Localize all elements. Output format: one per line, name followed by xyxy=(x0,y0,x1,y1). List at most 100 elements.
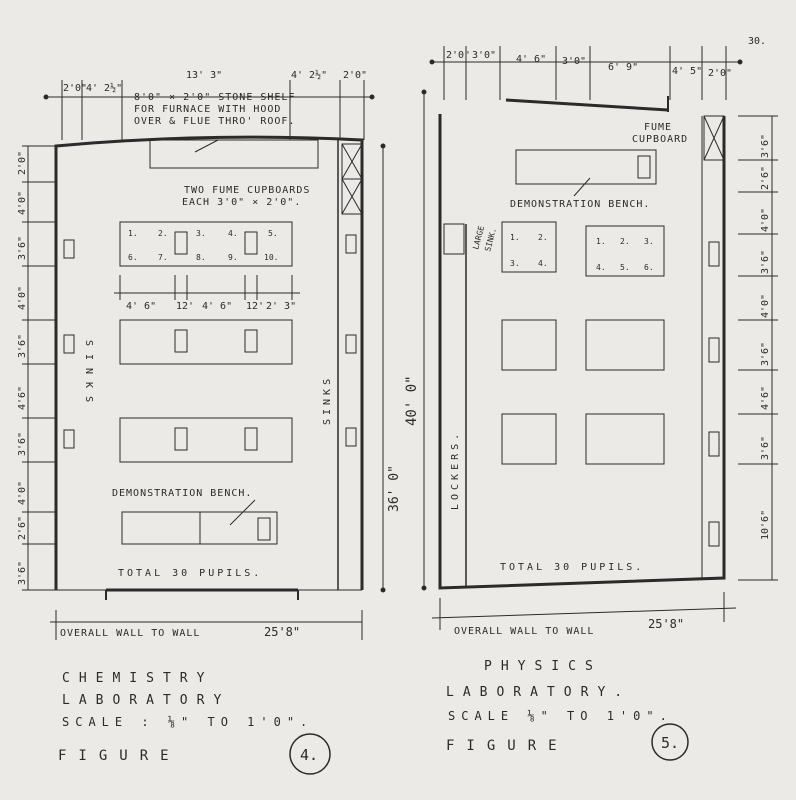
svg-text:SINKS: SINKS xyxy=(83,340,94,410)
svg-text:LOCKERS.: LOCKERS. xyxy=(450,430,461,510)
svg-text:40' 0": 40' 0" xyxy=(404,375,420,426)
chem-stone-shelf xyxy=(149,139,319,169)
svg-text:3'6": 3'6" xyxy=(760,436,771,460)
svg-text:3'6": 3'6" xyxy=(760,134,771,158)
svg-text:FIGURE: FIGURE xyxy=(58,748,181,764)
svg-text:2'0": 2'0" xyxy=(446,50,470,61)
svg-text:3'0": 3'0" xyxy=(562,56,586,67)
svg-text:4'0": 4'0" xyxy=(17,286,28,310)
svg-text:3.: 3. xyxy=(510,259,520,268)
phys-bench-row-2 xyxy=(501,319,665,371)
svg-text:CHEMISTRY: CHEMISTRY xyxy=(62,671,213,686)
svg-text:OVER & FLUE THRO' ROOF.: OVER & FLUE THRO' ROOF. xyxy=(134,116,295,127)
svg-text:LABORATORY.: LABORATORY. xyxy=(446,685,631,700)
svg-text:3'6": 3'6" xyxy=(760,250,771,274)
svg-text:1.: 1. xyxy=(596,237,606,246)
svg-text:36' 0": 36' 0" xyxy=(387,465,402,512)
chem-fume-cupboards xyxy=(341,143,363,215)
svg-text:FIGURE: FIGURE xyxy=(446,738,569,754)
svg-text:TWO FUME CUPBOARDS: TWO FUME CUPBOARDS xyxy=(184,185,310,196)
svg-text:3'0": 3'0" xyxy=(472,50,496,61)
svg-text:DEMONSTRATION BENCH.: DEMONSTRATION BENCH. xyxy=(112,488,252,499)
svg-text:2.: 2. xyxy=(158,229,168,238)
svg-text:5.: 5. xyxy=(620,263,630,272)
svg-text:25'8": 25'8" xyxy=(264,625,300,639)
chem-mid-dim xyxy=(114,275,300,300)
svg-text:4' 6": 4' 6" xyxy=(202,301,232,312)
svg-text:EACH 3'0" × 2'0".: EACH 3'0" × 2'0". xyxy=(182,197,301,208)
phys-overall-line xyxy=(431,607,737,619)
svg-text:SCALE : ⅛" TO 1'0".: SCALE : ⅛" TO 1'0". xyxy=(62,715,313,729)
svg-text:OVERALL WALL TO WALL: OVERALL WALL TO WALL xyxy=(454,626,594,637)
svg-text:2'6": 2'6" xyxy=(760,166,771,190)
svg-text:9.: 9. xyxy=(228,253,238,262)
svg-text:FOR FURNACE WITH HOOD: FOR FURNACE WITH HOOD xyxy=(134,104,281,115)
svg-text:3'6": 3'6" xyxy=(17,561,28,585)
svg-text:2' 3": 2' 3" xyxy=(266,301,296,312)
chem-wall-sinks xyxy=(63,234,357,449)
phys-wall-sinks xyxy=(708,241,720,547)
svg-text:3'6": 3'6" xyxy=(17,432,28,456)
phys-bench-b xyxy=(585,225,665,277)
svg-text:4'6": 4'6" xyxy=(17,386,28,410)
svg-text:7.: 7. xyxy=(158,253,168,262)
svg-text:3.: 3. xyxy=(196,229,206,238)
svg-text:4' 6": 4' 6" xyxy=(516,54,546,65)
svg-text:6.: 6. xyxy=(128,253,138,262)
svg-text:DEMONSTRATION BENCH.: DEMONSTRATION BENCH. xyxy=(510,199,650,210)
svg-text:4'0": 4'0" xyxy=(17,481,28,505)
svg-text:6.: 6. xyxy=(644,263,654,272)
page-number: 30. xyxy=(748,36,766,47)
chem-bench-2 xyxy=(119,319,293,365)
svg-text:10'6": 10'6" xyxy=(760,510,771,540)
chem-bench-1 xyxy=(119,221,293,267)
phys-bench-row-3 xyxy=(501,413,665,465)
svg-text:PHYSICS: PHYSICS xyxy=(484,659,602,674)
chem-bench-3 xyxy=(119,417,293,463)
phys-demo-bench xyxy=(515,149,657,197)
svg-text:OVERALL WALL TO WALL: OVERALL WALL TO WALL xyxy=(60,628,200,639)
svg-text:2'0": 2'0" xyxy=(17,151,28,175)
chemistry-labels: 2'0" 4' 2½" 13' 3" 4' 2½" 2'0" 8'0" × 2'… xyxy=(17,69,402,764)
svg-text:4.: 4. xyxy=(538,259,548,268)
svg-text:1.: 1. xyxy=(510,233,520,242)
phys-top-wall xyxy=(505,98,669,112)
svg-text:FUME: FUME xyxy=(644,122,672,133)
svg-text:12': 12' xyxy=(246,301,264,312)
svg-text:4'0": 4'0" xyxy=(760,208,771,232)
chem-outer-wall xyxy=(54,135,364,590)
svg-text:2'0": 2'0" xyxy=(343,70,367,81)
svg-text:8.: 8. xyxy=(196,253,206,262)
physics-labels: 2'0" 3'0" 4' 6" 3'0" 6' 9" 4' 5" 2'0" FU… xyxy=(404,50,771,754)
svg-text:2'0": 2'0" xyxy=(708,68,732,79)
chem-demo-bench xyxy=(121,499,278,545)
chem-figure-circle xyxy=(289,733,331,775)
svg-text:3'6": 3'6" xyxy=(17,334,28,358)
svg-text:12': 12' xyxy=(176,301,194,312)
svg-text:LABORATORY: LABORATORY xyxy=(62,693,230,708)
svg-text:2'6": 2'6" xyxy=(17,516,28,540)
phys-outer-wall xyxy=(438,114,726,590)
svg-text:2.: 2. xyxy=(620,237,630,246)
svg-text:3'6": 3'6" xyxy=(17,236,28,260)
svg-text:5.: 5. xyxy=(661,734,679,752)
svg-text:4' 5": 4' 5" xyxy=(672,66,702,77)
svg-text:1.: 1. xyxy=(128,229,138,238)
svg-text:13' 3": 13' 3" xyxy=(186,70,222,81)
svg-text:4.: 4. xyxy=(596,263,606,272)
phys-large-sink xyxy=(443,223,465,255)
svg-text:3'6": 3'6" xyxy=(760,342,771,366)
svg-text:TOTAL 30 PUPILS.: TOTAL 30 PUPILS. xyxy=(500,562,644,573)
svg-text:4'0": 4'0" xyxy=(17,191,28,215)
svg-text:SINKS: SINKS xyxy=(322,375,333,425)
phys-bench-a xyxy=(501,221,557,273)
svg-text:4' 2½": 4' 2½" xyxy=(86,82,122,94)
svg-text:SINK.: SINK. xyxy=(483,227,498,253)
svg-text:4' 6": 4' 6" xyxy=(126,301,156,312)
svg-text:6' 9": 6' 9" xyxy=(608,62,638,73)
phys-fume-cupboard xyxy=(703,115,725,161)
svg-text:4.: 4. xyxy=(300,746,318,764)
svg-text:2'0": 2'0" xyxy=(63,83,87,94)
svg-text:5.: 5. xyxy=(268,229,278,238)
